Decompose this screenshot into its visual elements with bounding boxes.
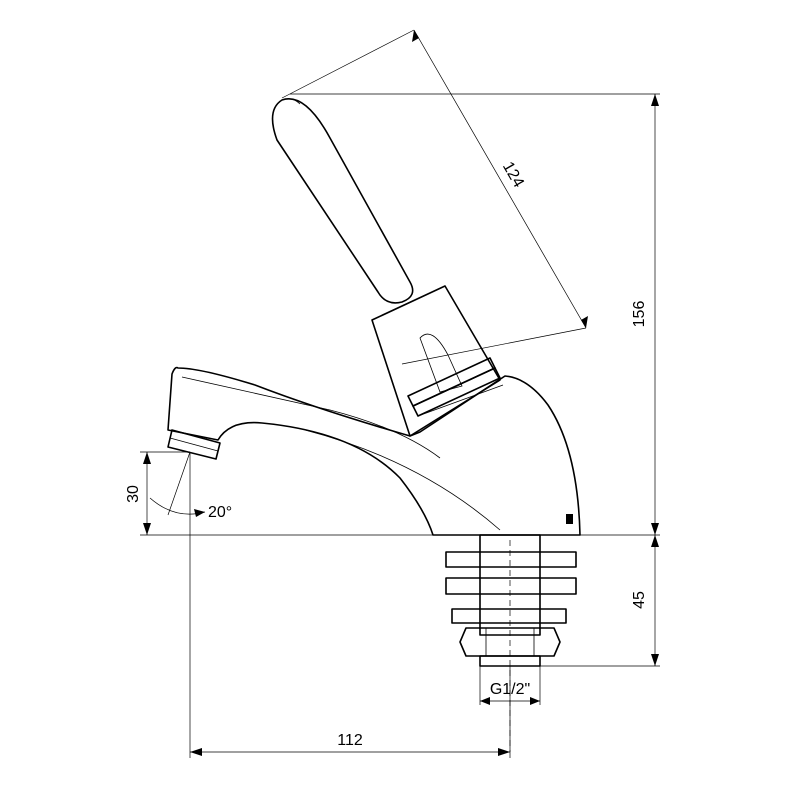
washer-2	[445, 577, 577, 595]
spray-angle-line	[167, 451, 191, 516]
lever-arm	[271, 98, 414, 304]
lever-collar-inner	[419, 333, 463, 393]
aerator-ring	[169, 437, 219, 452]
washer-1	[445, 551, 577, 568]
lever-length-label: 124	[499, 159, 527, 191]
reach-label: 112	[337, 732, 363, 749]
body-highlight-line	[304, 429, 501, 531]
faucet-body	[167, 366, 581, 536]
aerator-nozzle	[167, 429, 221, 460]
cartridge-ring-1	[407, 357, 496, 407]
overall-height-label: 156	[631, 301, 648, 328]
spout-highlight-line	[181, 376, 441, 459]
shank-height-label: 45	[631, 591, 648, 609]
lever-handle	[271, 98, 504, 437]
spout-angle-label: 20°	[208, 504, 232, 521]
body-marker	[566, 514, 573, 524]
nut	[459, 627, 561, 657]
spout-height-label: 30	[125, 485, 142, 503]
lever-top-detail	[281, 98, 301, 105]
body-outline	[167, 366, 581, 536]
shank-assembly	[445, 534, 577, 752]
dimension-lines	[143, 29, 659, 756]
thread-size-label: G1/2"	[490, 681, 530, 698]
lever-ext-bottom	[401, 327, 587, 365]
extension-lines	[140, 29, 660, 758]
lever-collar	[371, 285, 501, 437]
cartridge-ring-2	[412, 367, 501, 417]
dim-line-lever	[413, 29, 587, 329]
cartridge-line	[417, 384, 504, 417]
washer-3	[451, 608, 567, 624]
lever-ext-top	[281, 29, 415, 99]
